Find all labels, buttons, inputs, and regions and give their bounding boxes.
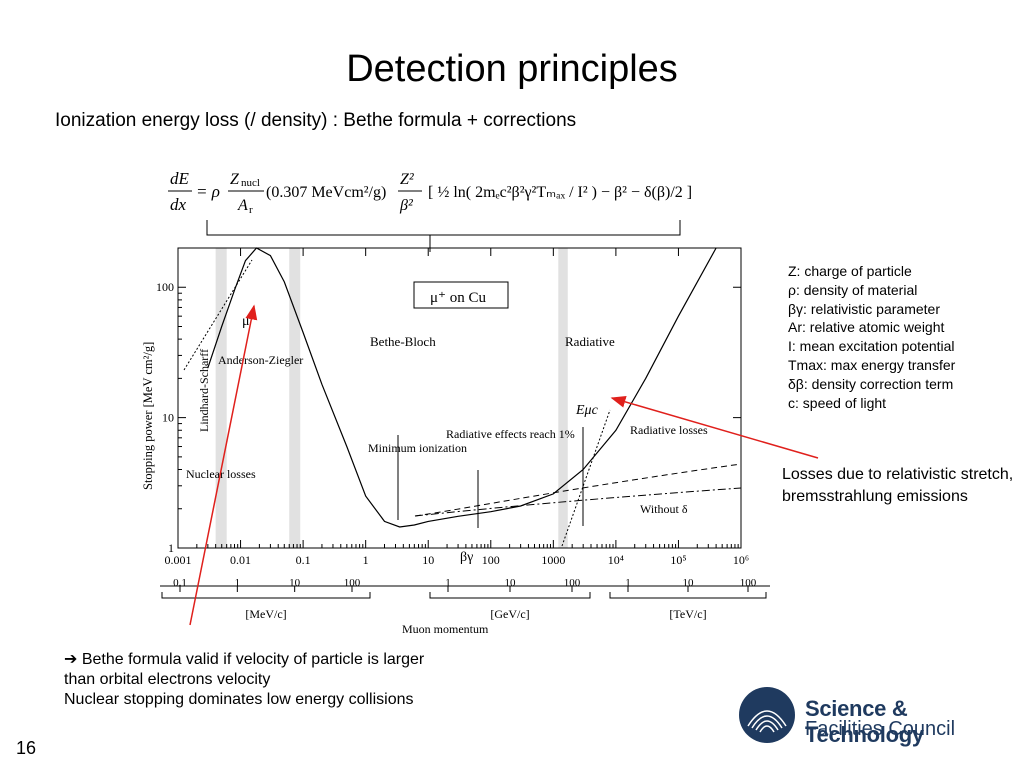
y-tick-label: 10 xyxy=(162,411,174,425)
box-label: μ⁺ on Cu xyxy=(430,290,486,306)
region-lindhard-scharff: Lindhard-Scharff xyxy=(197,349,211,432)
x-tick-label: 100 xyxy=(482,553,500,567)
region-anderson-ziegler: Anderson-Ziegler xyxy=(218,353,303,367)
x-tick-label: 10⁵ xyxy=(670,553,686,567)
x-tick-label: 10 xyxy=(422,553,434,567)
momentum-tick-label: 10 xyxy=(683,577,695,589)
momentum-tick-label: 1 xyxy=(235,577,241,589)
x-tick-label: 0.01 xyxy=(230,553,251,567)
formula-z2: Z² xyxy=(400,171,415,188)
y-tick-label: 1 xyxy=(168,541,174,555)
legend-item: Ar: relative atomic weight xyxy=(788,319,945,336)
page-number: 16 xyxy=(16,738,37,758)
series-main-curve xyxy=(207,247,717,528)
annotation-emuc: Eμc xyxy=(575,403,599,418)
region-radiative: Radiative xyxy=(565,334,615,349)
momentum-tick-label: 10 xyxy=(505,577,517,589)
legend-item: ρ: density of material xyxy=(788,281,918,298)
x-tick-label: 10⁴ xyxy=(608,553,624,567)
momentum-axes: 0.1 1 10 100 [MeV/c] 1 10 100 [GeV/c] 1 10 100 [TeV/… xyxy=(160,577,770,621)
x-tick-label: 1 xyxy=(363,553,369,567)
bottom-note-line2: than orbital electrons velocity xyxy=(64,671,271,688)
annotation-nuclear-losses: Nuclear losses xyxy=(186,467,256,481)
shaded-band xyxy=(289,248,301,548)
slide-subtitle: Ionization energy loss (/ density) : Bet… xyxy=(55,110,577,131)
bottom-note: ➔ Bethe formula valid if velocity of par… xyxy=(64,650,424,710)
x-tick-label: 0.001 xyxy=(165,553,192,567)
losses-note: Losses due to relativistic stretch, brem… xyxy=(782,466,1014,505)
momentum-tick-label: 100 xyxy=(344,577,361,589)
shaded-bands xyxy=(215,248,568,548)
momentum-tick-label: 100 xyxy=(564,577,581,589)
legend-item: βγ: relativistic parameter xyxy=(788,300,940,317)
momentum-tick-label: 10 xyxy=(289,577,301,589)
y-tick-label: 100 xyxy=(156,280,174,294)
formula-lhs-den: dx xyxy=(170,195,187,214)
y-axis-label: Stopping power [MeV cm²/g] xyxy=(141,342,155,490)
legend-item: Z: charge of particle xyxy=(788,263,912,279)
x-axis-label: βγ xyxy=(460,550,473,565)
momentum-bracket xyxy=(429,592,591,599)
momentum-bracket xyxy=(609,592,767,599)
logo-text-line2: Facilities Council xyxy=(805,718,956,740)
dotted-radiative xyxy=(561,409,611,547)
formula-lhs-num: dE xyxy=(170,169,190,188)
annotation-without-delta: Without δ xyxy=(640,502,688,516)
legend-item: I: mean excitation potential xyxy=(788,338,955,355)
annotation-min-ionization: Minimum ionization xyxy=(368,441,467,455)
logo-text-line1: Science & Technology xyxy=(805,696,924,747)
momentum-title: Muon momentum xyxy=(402,622,489,636)
formula-z: Z xyxy=(230,171,240,188)
annotation-mu-minus: μ⁻ xyxy=(242,314,257,329)
formula-z-sub: nucl xyxy=(241,177,260,189)
y-tick-group: 1 10 100 xyxy=(156,247,741,555)
x-tick-label: 1000 xyxy=(541,553,565,567)
momentum-tick-label: 1 xyxy=(445,577,451,589)
bottom-note-line1: ➔ Bethe formula valid if velocity of par… xyxy=(64,651,425,668)
x-tick-label: 10⁶ xyxy=(733,553,749,567)
bottom-note-line3: Nuclear stopping dominates low energy co… xyxy=(64,691,414,708)
formula-constant: (0.307 MeVcm²/g) xyxy=(266,184,386,201)
momentum-bracket xyxy=(161,592,371,599)
momentum-tick-label: 100 xyxy=(740,577,757,589)
formula-bracket: [ ½ ln( 2mₑc²β²γ²Tₘₐₓ / I² ) − β² − δ(β)… xyxy=(428,184,692,201)
formula-a-sub: r xyxy=(249,204,253,216)
momentum-unit-label: [MeV/c] xyxy=(245,607,286,621)
momentum-tick-label: 0.1 xyxy=(173,577,187,589)
momentum-unit-label: [TeV/c] xyxy=(669,607,706,621)
momentum-tick-label: 1 xyxy=(625,577,631,589)
shaded-band xyxy=(215,248,227,548)
formula-a: A xyxy=(237,197,248,214)
region-bethe-bloch: Bethe-Bloch xyxy=(370,334,436,349)
annotation-radiative-losses: Radiative losses xyxy=(630,423,708,437)
dashed-curve xyxy=(414,463,742,517)
x-tick-label: 0.1 xyxy=(296,553,311,567)
stopping-power-chart: 0.001 0.01 0.1 1 10 100 1000 10⁴ 10⁵ 10⁶ 1 10 100 μ… xyxy=(141,220,770,636)
legend-item: c: speed of light xyxy=(788,394,887,411)
annotation-radiative-1pct: Radiative effects reach 1% xyxy=(446,427,575,441)
bethe-formula: dE dx = ρ Z nucl A r (0.307 MeVcm²/g) Z²… xyxy=(168,169,692,216)
stfc-logo-icon xyxy=(739,687,795,743)
dashdot-curve xyxy=(414,487,742,517)
box-label-frame xyxy=(413,281,509,309)
legend-item: δβ: density correction term xyxy=(788,375,954,392)
formula-beta2: β² xyxy=(399,197,414,214)
legend-block: Z: charge of particle ρ: density of mater… xyxy=(788,262,955,412)
momentum-unit-label: [GeV/c] xyxy=(490,607,529,621)
slide-title: Detection principles xyxy=(346,48,678,90)
formula-bracket-line xyxy=(206,220,681,236)
shaded-band xyxy=(558,248,568,548)
legend-item: Tmax: max energy transfer xyxy=(788,356,956,373)
formula-eq: = ρ xyxy=(196,182,220,201)
